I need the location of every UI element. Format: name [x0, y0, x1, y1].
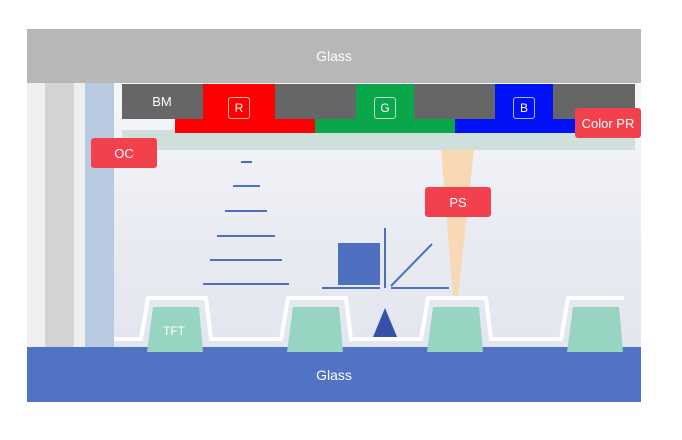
bm-label: BM	[152, 94, 172, 109]
ps-tag: PS	[425, 187, 491, 217]
bottom-glass-label: Glass	[316, 366, 352, 383]
tft-block-3	[427, 307, 483, 352]
seal-strip-2	[45, 83, 74, 347]
bottom-glass: Glass	[27, 347, 641, 402]
top-glass-label: Glass	[316, 48, 352, 64]
seal-strip-4	[85, 83, 114, 347]
tft-block-2	[287, 307, 343, 352]
blue-filter: B	[495, 84, 553, 132]
alignment-layer	[114, 296, 624, 341]
top-glass: Glass	[27, 29, 641, 83]
blue-label: B	[513, 97, 535, 119]
lc-molecule-lines	[203, 161, 289, 285]
red-label: R	[228, 97, 250, 119]
green-filter: G	[356, 84, 414, 132]
photo-spacer	[441, 150, 474, 296]
lc-square-icon	[338, 243, 380, 285]
oc-tag: OC	[91, 138, 157, 168]
color-pr-tag: Color PR	[575, 108, 641, 138]
seal-strip-1	[27, 83, 45, 347]
green-label: G	[374, 97, 396, 119]
overcoat-layer	[122, 130, 635, 150]
tft-label: TFT	[163, 324, 185, 338]
red-filter: R	[203, 84, 275, 132]
seal-strip-3	[74, 83, 85, 347]
triangle-icon	[373, 308, 397, 337]
tft-block-1	[147, 307, 203, 352]
tft-block-4	[567, 307, 623, 352]
tilt-line	[390, 243, 433, 287]
